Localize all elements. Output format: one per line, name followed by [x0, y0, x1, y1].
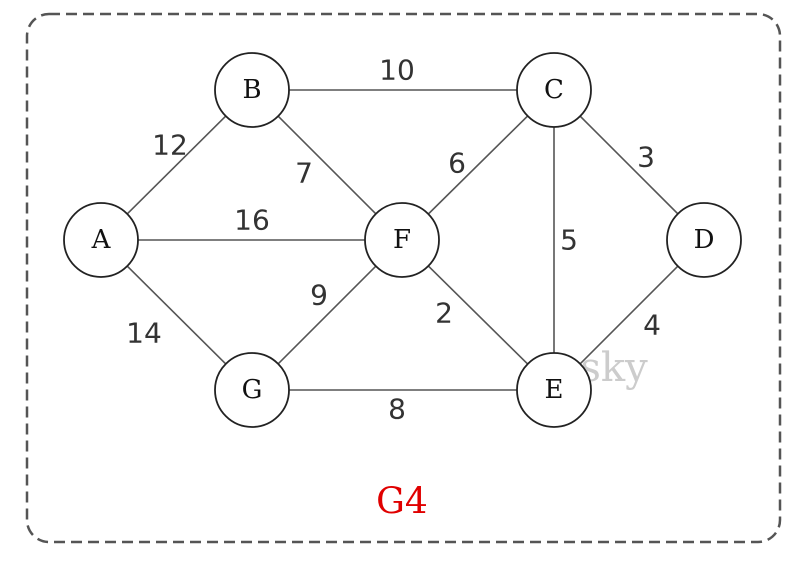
node-c: C: [516, 52, 592, 128]
node-circle: [364, 202, 440, 278]
edge-weight-b-f: 7: [295, 157, 313, 190]
edge-weight-g-e: 8: [388, 393, 406, 426]
edge-weight-c-f: 6: [448, 147, 466, 180]
edge-weight-b-c: 10: [379, 54, 415, 87]
node-a: A: [63, 202, 139, 278]
edge-weight-a-f: 16: [234, 204, 270, 237]
node-circle: [214, 52, 290, 128]
edge-weight-a-b: 12: [152, 129, 188, 162]
node-label: A: [91, 225, 112, 255]
edge-weight-f-e: 2: [435, 297, 453, 330]
watermark-text: sky: [580, 345, 648, 391]
edge-weight-c-d: 3: [637, 141, 655, 174]
node-label: F: [393, 225, 411, 255]
node-b: B: [214, 52, 290, 128]
node-circle: [214, 352, 290, 428]
node-circle: [516, 52, 592, 128]
node-d: D: [666, 202, 742, 278]
node-g: G: [214, 352, 290, 428]
edge-weight-d-e: 4: [643, 309, 661, 342]
node-f: F: [364, 202, 440, 278]
node-circle: [516, 352, 592, 428]
weights-layer: 12 16 14 10 7 6 3 5 4 9 2 8: [126, 54, 661, 426]
dashed-frame: [25, 12, 782, 544]
node-label: E: [545, 375, 564, 405]
node-label: C: [544, 75, 564, 105]
edge-weight-f-g: 9: [310, 279, 328, 312]
node-label: D: [694, 225, 715, 255]
node-label: G: [242, 375, 263, 405]
graph-title: G4: [376, 482, 428, 523]
node-e: E: [516, 352, 592, 428]
edge-weight-c-e: 5: [560, 224, 578, 257]
node-label: B: [242, 75, 261, 105]
node-circle: [63, 202, 139, 278]
nodes-layer: A B C D E F G: [63, 52, 742, 428]
node-circle: [666, 202, 742, 278]
edge-weight-a-g: 14: [126, 317, 162, 350]
